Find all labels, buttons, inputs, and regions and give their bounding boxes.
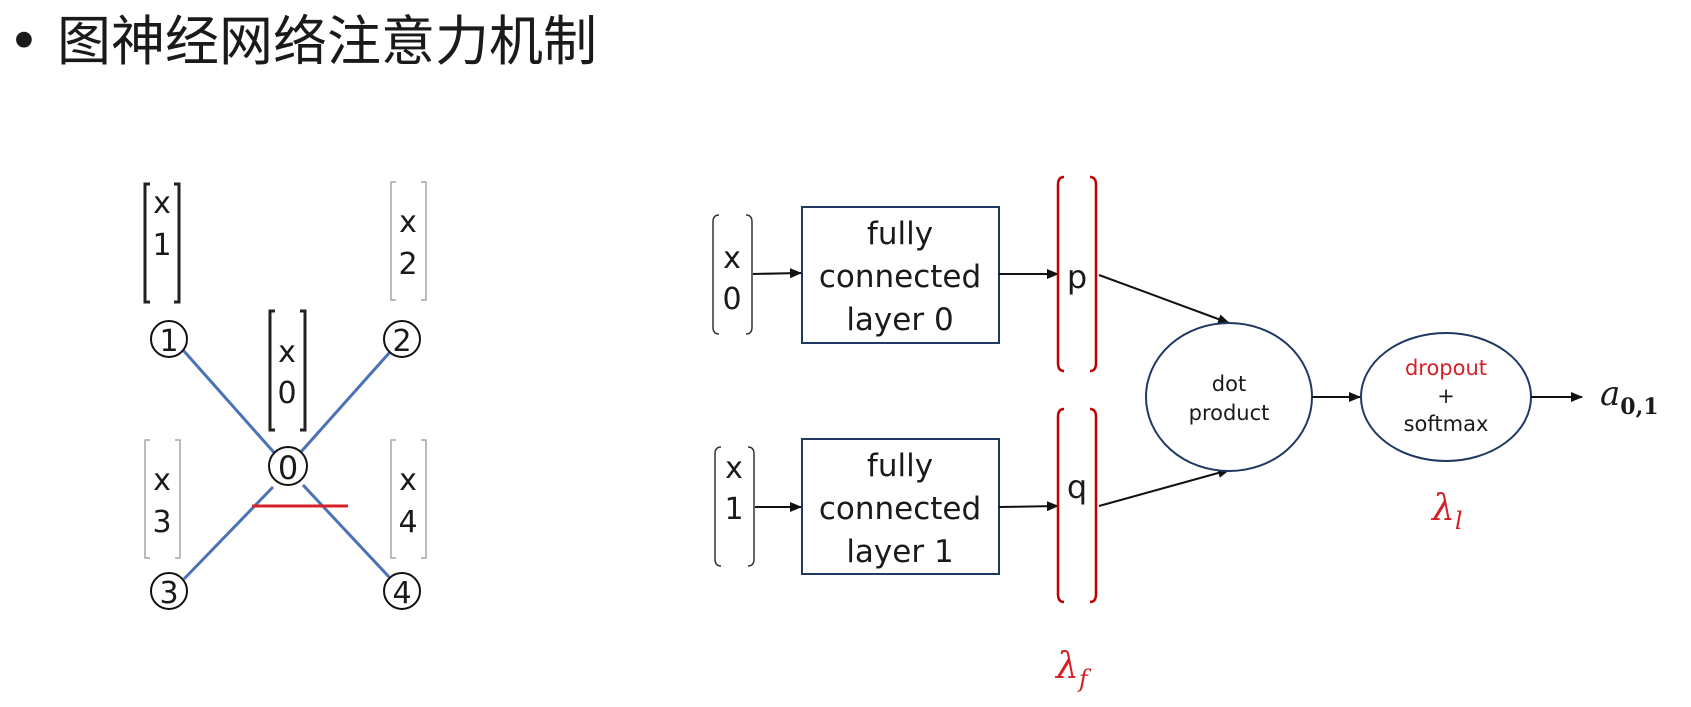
lambda-f-label: λf (1054, 646, 1092, 693)
svg-text:a0,1: a0,1 (1600, 374, 1659, 420)
softmax-label: softmax (1404, 412, 1489, 436)
svg-text:λf: λf (1054, 646, 1092, 693)
arrow-fc1-to-q (998, 501, 1059, 512)
vector-x0: x 0 (268, 309, 307, 432)
input-x0-bottom: 0 (722, 282, 741, 317)
node-3-label: 3 (159, 576, 178, 611)
q-label: q (1067, 468, 1087, 506)
dropout-label: dropout (1405, 356, 1487, 380)
fc-layer-1-line-2: connected (819, 491, 981, 527)
node-4-label: 4 (392, 576, 411, 611)
vector-x3-bottom: 3 (152, 505, 171, 540)
node-1-label: 1 (159, 324, 178, 359)
node-2: 2 (383, 320, 421, 359)
node-1: 1 (150, 320, 188, 359)
node-center-label: 0 (278, 449, 298, 487)
svg-text:λl: λl (1430, 488, 1463, 535)
edge-0-1 (181, 349, 288, 467)
lambda-l-sub: l (1455, 507, 1463, 535)
fc-layer-0-line-1: fully (867, 216, 933, 252)
p-label: p (1067, 258, 1087, 296)
arrow-x0-to-fc0 (752, 268, 802, 279)
fc-layer-0-box: fully connected layer 0 (801, 206, 1000, 344)
output-main: a (1600, 374, 1620, 414)
dropout-softmax-node: dropout + softmax (1360, 332, 1532, 462)
node-4: 4 (383, 572, 421, 611)
fc-layer-1-line-1: fully (867, 448, 933, 484)
vector-x3: x 3 (144, 439, 181, 559)
lambda-f-sub: f (1077, 665, 1092, 693)
fc-layer-0-line-3: layer 0 (846, 302, 953, 338)
edge-0-3 (182, 485, 275, 581)
vector-x0-top: x (278, 335, 296, 370)
fc-layer-1-line-3: layer 1 (846, 534, 953, 570)
input-x1-top: x (725, 451, 743, 486)
node-3: 3 (150, 572, 188, 611)
output-label: a0,1 (1600, 374, 1659, 420)
vector-x0-bottom: 0 (277, 376, 296, 411)
arrow-p-to-dot (1098, 274, 1230, 324)
lambda-l-label: λl (1430, 488, 1463, 535)
dot-product-line-2: product (1189, 401, 1270, 425)
vector-x3-top: x (153, 463, 171, 498)
input-x0: x 0 (712, 214, 753, 335)
dot-product-node: dot product (1145, 322, 1313, 472)
node-center: 0 (268, 446, 308, 487)
edge-0-2 (298, 351, 392, 454)
vector-x2-top: x (399, 205, 417, 240)
fc-layer-1-box: fully connected layer 1 (801, 438, 1000, 575)
plus-label: + (1437, 384, 1455, 408)
output-sub: 0,1 (1620, 394, 1658, 420)
vector-x4-bottom: 4 (398, 505, 417, 540)
vector-x1-bottom: 1 (152, 228, 171, 263)
lambda-l-main: λ (1430, 488, 1455, 529)
graph-panel: 0 1 2 3 4 x 1 x 2 (143, 181, 427, 611)
node-2-label: 2 (392, 324, 411, 359)
vector-x2-bottom: 2 (398, 247, 417, 282)
vector-x4: x 4 (390, 439, 427, 559)
vector-x1-top: x (153, 186, 171, 221)
input-x0-top: x (723, 241, 741, 276)
lambda-f-main: λ (1054, 646, 1079, 687)
fc-layer-0-line-2: connected (819, 259, 981, 295)
input-x1-bottom: 1 (724, 492, 743, 527)
q-vector: q (1056, 407, 1098, 604)
pipeline-panel: x 0 x 1 fully connected layer 0 fully co… (712, 175, 1659, 693)
vector-x1: x 1 (143, 182, 181, 304)
edge-0-4 (301, 483, 392, 580)
input-x1: x 1 (714, 446, 755, 567)
p-vector: p (1056, 175, 1098, 373)
vector-x4-top: x (399, 463, 417, 498)
dot-product-line-1: dot (1212, 372, 1246, 396)
page-title: • 图神经网络注意力机制 (8, 10, 598, 73)
vector-x2: x 2 (390, 181, 427, 301)
arrow-q-to-dot (1098, 468, 1230, 507)
